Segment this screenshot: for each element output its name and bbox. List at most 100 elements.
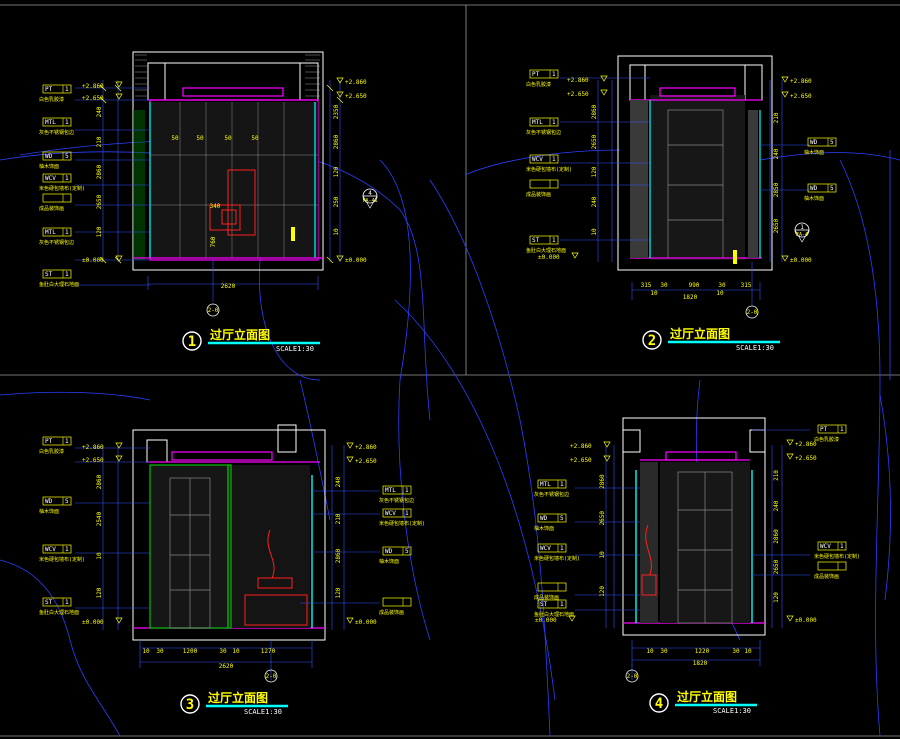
material-tag-box (529, 69, 559, 79)
material-tag-desc: 成品装饰画 (534, 594, 559, 601)
segment-dim-text: 30 (219, 648, 227, 655)
level-mark: +2.650 (336, 91, 367, 100)
material-tag-box (382, 508, 412, 518)
material-tag-box (529, 117, 559, 127)
level-triangle (336, 77, 344, 84)
vertical-dim-text: 240 (591, 196, 598, 207)
material-tag-box (817, 424, 847, 434)
material-tag-number: 5 (405, 548, 409, 555)
material-tag-number: 1 (405, 487, 409, 494)
title-number: 4 (655, 696, 663, 712)
section-mark-sheet: FA-4 (796, 232, 808, 238)
level-triangle (115, 617, 123, 624)
material-tag-code: WCV (385, 510, 396, 517)
material-tag: 成品装饰画 (379, 597, 412, 616)
material-tag-box (42, 117, 72, 127)
material-tag-box (537, 599, 567, 609)
material-tag-number: 1 (840, 543, 844, 550)
level-text: ±0.000 (355, 619, 377, 626)
level-text: +2.860 (795, 441, 817, 448)
material-tag-box (529, 154, 559, 164)
level-mark: +2.650 (346, 456, 377, 465)
level-triangle (115, 255, 123, 262)
grid-callout-circle (745, 305, 759, 319)
decor-vase (244, 529, 308, 626)
title-number-circle (642, 330, 662, 350)
title-number: 1 (188, 334, 196, 350)
level-triangle (115, 93, 123, 100)
level-mark: +2.860 (786, 439, 817, 448)
dim-lines (75, 80, 341, 302)
level-mark: +2.650 (781, 91, 812, 100)
title-number-circle (180, 694, 200, 714)
segment-dim-text: 10 (142, 648, 150, 655)
drawing-title: 过厅立面图 (677, 689, 737, 704)
segment-dim-text: 30 (156, 648, 164, 655)
inner-dim-text: 50 (251, 135, 259, 142)
vertical-dim-text: 2860 (333, 134, 340, 149)
segment-dim-text: 990 (689, 282, 700, 289)
material-tag-code: WCV (45, 175, 56, 182)
vertical-dim-text: 120 (96, 587, 103, 598)
material-tag-desc: 柚木饰面 (534, 525, 554, 532)
inner-dim-text: 50 (196, 135, 204, 142)
elevation-3 (75, 424, 380, 680)
material-tag-number: 5 (65, 498, 69, 505)
drawing-title: 过厅立面图 (208, 690, 268, 705)
material-tag-box (42, 269, 72, 279)
right-hatch-column (748, 110, 758, 258)
material-tag-code: MTL (45, 119, 56, 126)
material-tag-desc: 成品装饰画 (526, 191, 551, 198)
left-hatch-column (630, 100, 648, 258)
vertical-dim-text: 250 (333, 196, 340, 207)
material-tag-number: 1 (552, 237, 556, 244)
inner-dim-text: 50 (171, 135, 179, 142)
material-tag-desc: 白色乳胶漆 (39, 96, 64, 103)
material-tag-code: WD (540, 515, 548, 522)
material-tag-box (537, 479, 567, 489)
material-tag-number: 1 (65, 86, 69, 93)
level-triangle (781, 255, 789, 262)
dim-lines (560, 77, 810, 305)
vertical-dim-text: 2860 (96, 474, 103, 489)
overall-width-dim: 2620 (221, 283, 236, 290)
level-triangle (781, 91, 789, 98)
level-triangle (786, 615, 794, 622)
decor-vase (641, 524, 657, 596)
material-tag-box (817, 561, 847, 571)
material-tag-desc: 米色硬包墙布(定制) (379, 520, 425, 527)
title-number: 3 (186, 697, 194, 713)
segment-dim-text: 30 (660, 648, 668, 655)
level-triangle (603, 455, 611, 462)
inner-dim-text: 50 (224, 135, 232, 142)
level-text: +2.860 (345, 79, 367, 86)
level-text: +2.860 (82, 444, 104, 451)
vertical-dim-text: 2860 (591, 104, 598, 119)
material-tag-number: 1 (840, 426, 844, 433)
material-tag-code: ST (532, 237, 540, 244)
grid-callout-text: 2-0 (747, 309, 758, 316)
level-mark: +2.860 (567, 75, 608, 84)
material-tag-number: 1 (65, 438, 69, 445)
material-tag-code: WCV (540, 545, 551, 552)
section-mark: 1FA-4 (794, 222, 810, 243)
level-mark: +2.860 (82, 442, 123, 451)
material-tag-code: PT (820, 426, 828, 433)
segment-dim-text: 1270 (261, 648, 276, 655)
background-curves (0, 139, 900, 737)
material-tag-number: 1 (560, 545, 564, 552)
level-text: +2.650 (82, 95, 104, 102)
material-tag-code: PT (532, 71, 540, 78)
material-tag-code: MTL (540, 481, 551, 488)
material-tag-desc: 灰色不锈钢包边 (379, 497, 414, 504)
level-triangle (781, 76, 789, 83)
material-tag-number: 1 (65, 119, 69, 126)
inner-dim-text: 760 (210, 236, 217, 247)
left-hatch-column (640, 462, 658, 623)
